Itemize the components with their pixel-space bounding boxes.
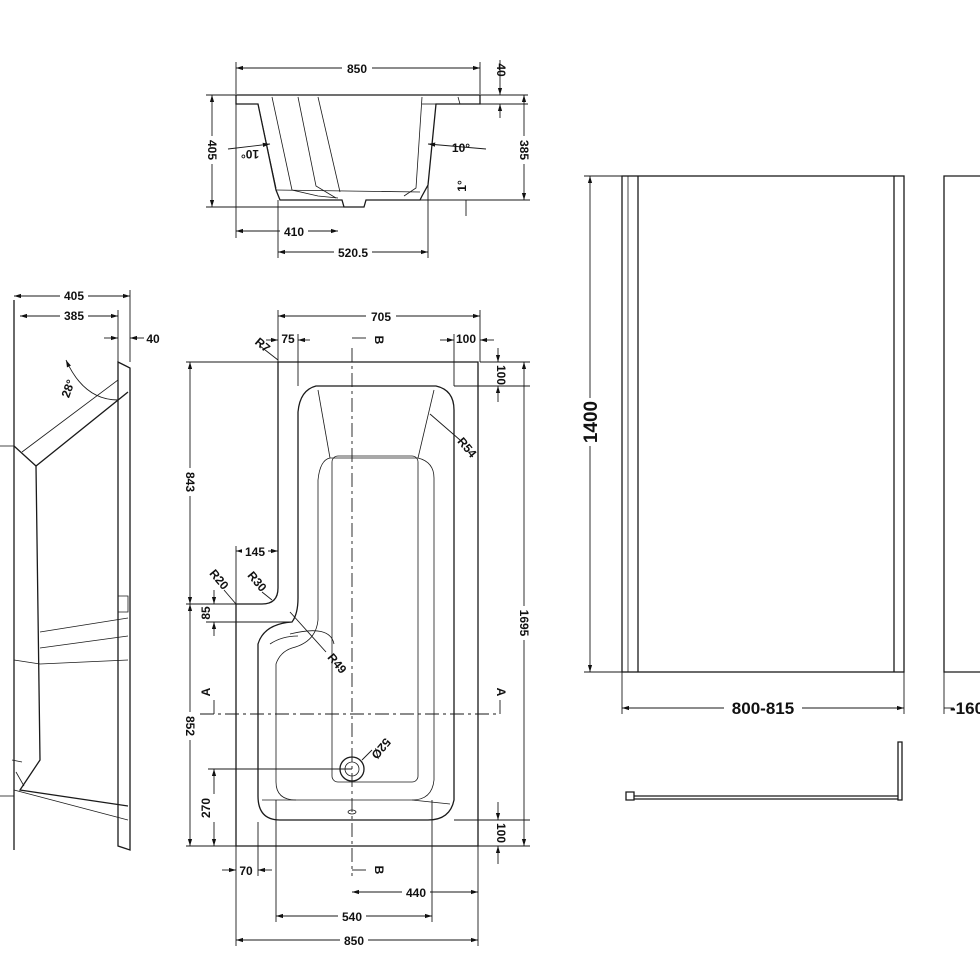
plan-dim-bottom-100: 100 bbox=[494, 823, 508, 843]
plan-radius-r49: R49 bbox=[325, 650, 350, 676]
dim-rim-40: 40 bbox=[494, 63, 508, 77]
plan-radius-r20: R20 bbox=[207, 566, 232, 592]
side-angle-28: 28° bbox=[59, 378, 78, 400]
plan-dim-75: 75 bbox=[281, 332, 295, 346]
angle-right-10: 10° bbox=[452, 141, 470, 155]
dim-depth-385: 385 bbox=[517, 140, 531, 160]
plan-dim-1695: 1695 bbox=[517, 610, 531, 637]
side-dim-405: 405 bbox=[64, 289, 84, 303]
dim-offset-410: 410 bbox=[284, 225, 304, 239]
bath-screen-view: 1400 800-815 -160 bbox=[580, 175, 980, 801]
screen-dim-1400: 1400 bbox=[581, 401, 602, 443]
screen-partial-label: -160 bbox=[950, 699, 980, 718]
screen-dim-800-815: 800-815 bbox=[732, 699, 794, 718]
plan-dim-270: 270 bbox=[199, 798, 213, 818]
section-a-right: A bbox=[494, 688, 508, 697]
plan-dim-843: 843 bbox=[183, 472, 197, 492]
side-dim-40: 40 bbox=[146, 332, 160, 346]
plan-dim-705: 705 bbox=[371, 310, 391, 324]
top-section-view: 850 40 405 385 10° 10° 1° 410 520 bbox=[204, 60, 532, 260]
plan-dim-852: 852 bbox=[183, 716, 197, 736]
plan-waste-52: 52Ø bbox=[368, 735, 393, 761]
side-dim-385: 385 bbox=[64, 309, 84, 323]
plan-dim-440: 440 bbox=[406, 886, 426, 900]
plan-dim-850: 850 bbox=[344, 934, 364, 948]
side-section-view: 405 385 40 28° bbox=[0, 288, 160, 851]
dim-width-850: 850 bbox=[347, 62, 367, 76]
section-b-top: B bbox=[372, 336, 386, 345]
plan-dim-70: 70 bbox=[239, 864, 253, 878]
angle-base-1: 1° bbox=[455, 180, 469, 192]
dim-depth-405: 405 bbox=[205, 140, 219, 160]
section-a-left: A bbox=[199, 687, 213, 696]
plan-view: 705 75 R7 100 100 B R54 843 bbox=[182, 308, 532, 948]
dim-offset-520: 520.5 bbox=[338, 246, 368, 260]
plan-radius-r7: R7 bbox=[252, 335, 273, 356]
angle-left-10: 10° bbox=[241, 147, 259, 161]
plan-dim-85: 85 bbox=[199, 606, 213, 620]
plan-dim-540: 540 bbox=[342, 910, 362, 924]
plan-dim-top-100: 100 bbox=[456, 332, 476, 346]
plan-radius-r30: R30 bbox=[245, 568, 270, 594]
plan-dim-top-margin-100: 100 bbox=[494, 365, 508, 385]
plan-dim-145: 145 bbox=[245, 545, 265, 559]
section-b-bottom: B bbox=[372, 866, 386, 875]
